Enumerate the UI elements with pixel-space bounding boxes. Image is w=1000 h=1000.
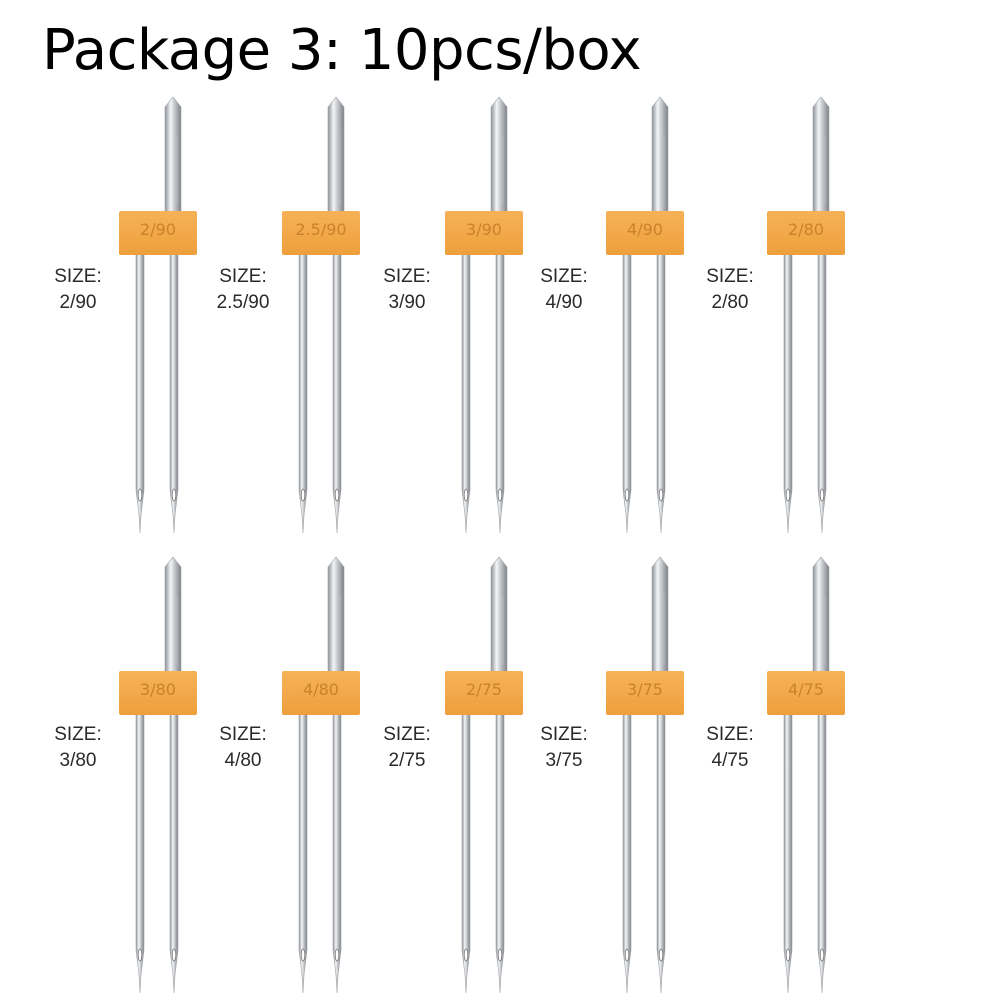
- twin-needle: 3/75: [590, 555, 730, 995]
- needle-hub-label: 2/80: [788, 220, 824, 239]
- twin-needle: 4/75: [751, 555, 891, 995]
- twin-needle: 4/90: [590, 95, 730, 535]
- size-label: SIZE:4/80: [219, 724, 267, 771]
- needle-hub-label: 2.5/90: [295, 220, 347, 239]
- twin-needle: 4/80: [266, 555, 406, 995]
- size-label: SIZE:2/80: [706, 266, 754, 313]
- needle-hub-label: 3/80: [140, 680, 176, 699]
- twin-needle: 2/75: [429, 555, 569, 995]
- twin-needle: 2.5/90: [266, 95, 406, 535]
- size-label: SIZE:2.5/90: [216, 266, 270, 313]
- size-label: SIZE:4/75: [706, 724, 754, 771]
- size-label: SIZE:4/90: [540, 266, 588, 313]
- page-title: Package 3: 10pcs/box: [42, 18, 642, 83]
- twin-needle: 3/80: [103, 555, 243, 995]
- size-label: SIZE:2/90: [54, 266, 102, 313]
- size-label: SIZE:3/80: [54, 724, 102, 771]
- needle-hub-label: 3/75: [627, 680, 663, 699]
- needle-hub-label: 4/75: [788, 680, 824, 699]
- needle-hub-label: 3/90: [466, 220, 502, 239]
- size-label: SIZE:3/75: [540, 724, 588, 771]
- twin-needle: 2/90: [103, 95, 243, 535]
- twin-needle: 2/80: [751, 95, 891, 535]
- needle-hub-label: 2/90: [140, 220, 176, 239]
- twin-needle: 3/90: [429, 95, 569, 535]
- needle-hub-label: 4/80: [303, 680, 339, 699]
- needle-hub-label: 4/90: [627, 220, 663, 239]
- size-label: SIZE:3/90: [383, 266, 431, 313]
- needle-hub-label: 2/75: [466, 680, 502, 699]
- size-label: SIZE:2/75: [383, 724, 431, 771]
